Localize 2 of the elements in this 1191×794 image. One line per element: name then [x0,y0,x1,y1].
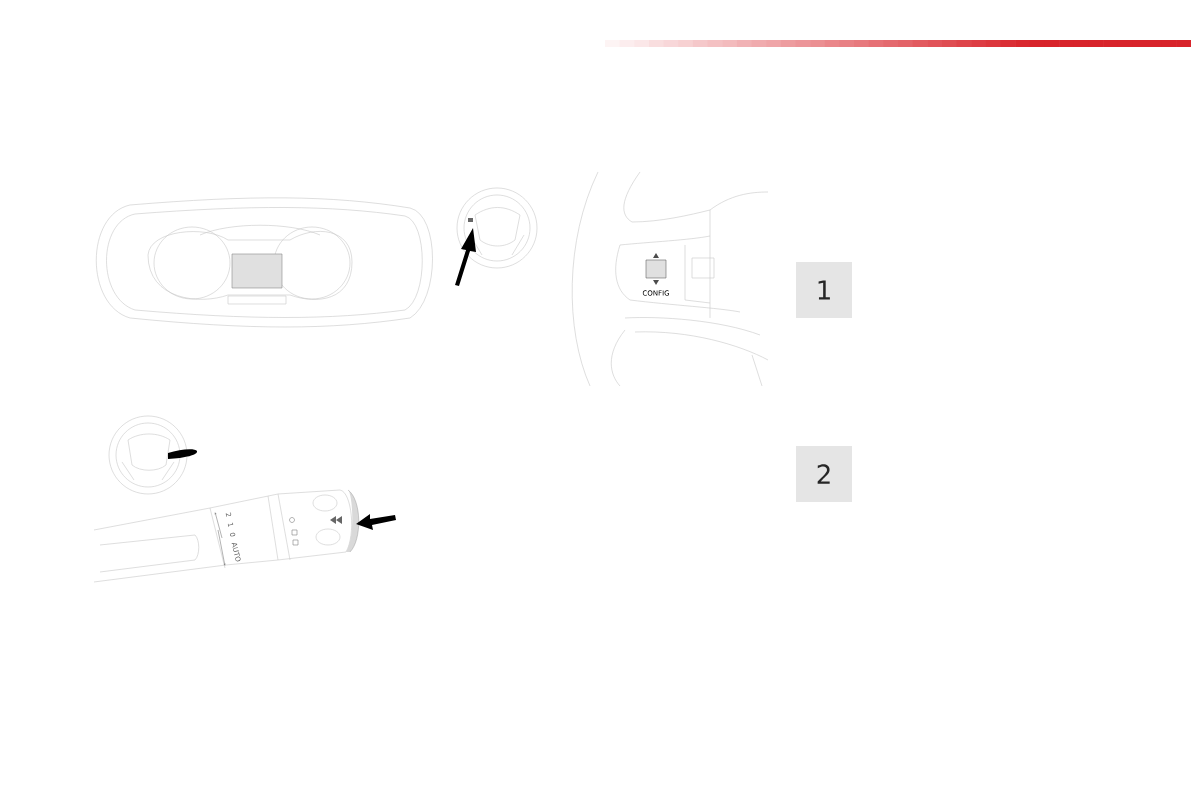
number-box: 1 [796,262,852,318]
number-box: 2 [796,446,852,502]
